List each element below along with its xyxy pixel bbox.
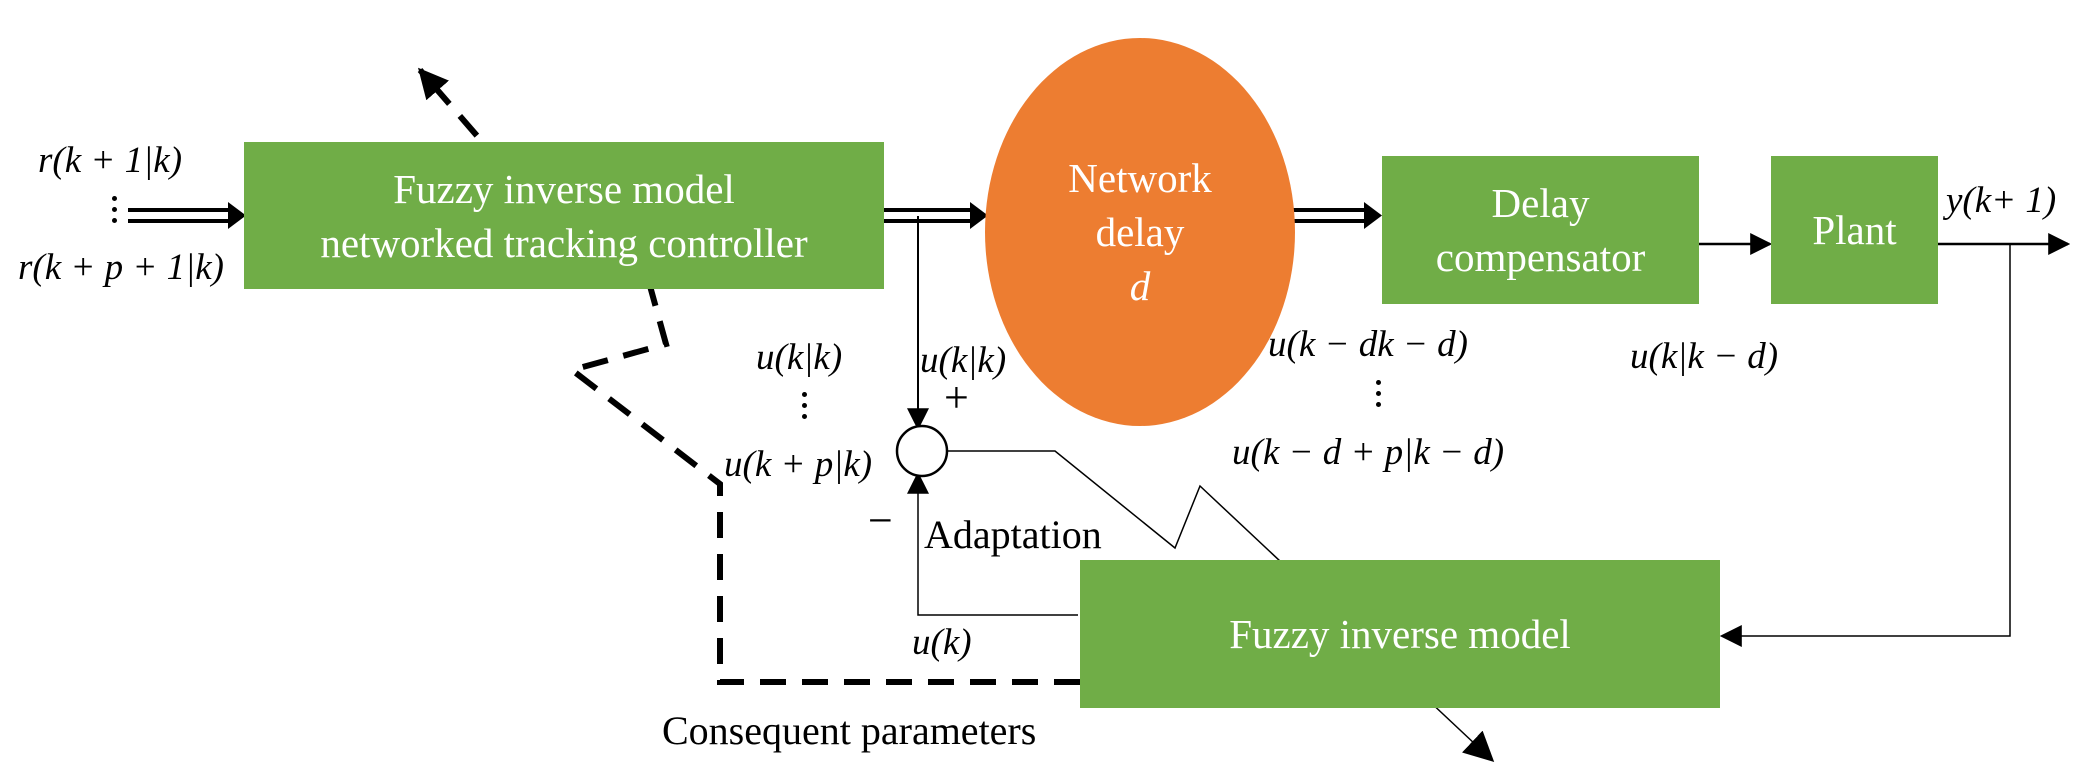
delayed-first-label: u(k − dk − d) bbox=[1268, 324, 1468, 365]
consequent-parameters-path bbox=[417, 67, 1080, 685]
u-top-list-last-label: u(k + p|k) bbox=[724, 444, 873, 485]
network-delay-line1: Network bbox=[1068, 155, 1212, 201]
reference-first-label: r(k + 1|k) bbox=[38, 140, 183, 181]
fuzzy-controller-block[interactable]: Fuzzy inverse model networked tracking c… bbox=[244, 142, 884, 289]
compensated-signal-label: u(k|k − d) bbox=[1630, 336, 1779, 377]
consequent-parameters-label: Consequent parameters bbox=[662, 708, 1037, 753]
u-into-summer-label: u(k|k) bbox=[920, 340, 1007, 381]
fuzzy-inverse-model-block[interactable]: Fuzzy inverse model bbox=[1080, 560, 1720, 708]
control-bus-arrow bbox=[880, 202, 988, 229]
delay-compensator-line1: Delay bbox=[1491, 180, 1590, 226]
delayed-last-label: u(k − d + p|k − d) bbox=[1232, 432, 1505, 473]
summing-junction bbox=[895, 424, 949, 478]
summer-plus-sign: + bbox=[944, 373, 969, 422]
fuzzy-inverse-model-label: Fuzzy inverse model bbox=[1229, 611, 1571, 657]
network-delay-block[interactable]: Network delay d bbox=[985, 38, 1295, 426]
u-model-label: u(k) bbox=[912, 622, 972, 663]
plant-label: Plant bbox=[1812, 207, 1897, 253]
reference-last-label: r(k + p + 1|k) bbox=[18, 247, 224, 288]
fuzzy-controller-line2: networked tracking controller bbox=[320, 219, 808, 266]
delay-compensator-line2: compensator bbox=[1435, 234, 1646, 280]
u-top-list-first-label: u(k|k) bbox=[756, 337, 843, 378]
summer-minus-sign: − bbox=[868, 496, 893, 545]
u-top-list-vdots bbox=[802, 392, 808, 425]
delay-compensator-block[interactable]: Delay compensator bbox=[1382, 156, 1699, 304]
reference-bus-arrow bbox=[128, 202, 246, 229]
fuzzy-controller-line1: Fuzzy inverse model bbox=[393, 165, 735, 212]
output-feedback-arrow bbox=[1719, 244, 2011, 647]
adaptation-label: Adaptation bbox=[924, 512, 1102, 557]
plant-block[interactable]: Plant bbox=[1771, 156, 1938, 304]
delayed-vdots bbox=[1376, 380, 1382, 413]
network-delay-symbol: d bbox=[1129, 263, 1151, 309]
plant-output-label: y(k+ 1) bbox=[1946, 180, 2057, 221]
reference-vdots bbox=[112, 196, 118, 229]
model-output-to-summer-arrow bbox=[907, 471, 1078, 616]
delayed-bus-arrow bbox=[1292, 202, 1382, 229]
network-delay-line2: delay bbox=[1095, 209, 1185, 255]
